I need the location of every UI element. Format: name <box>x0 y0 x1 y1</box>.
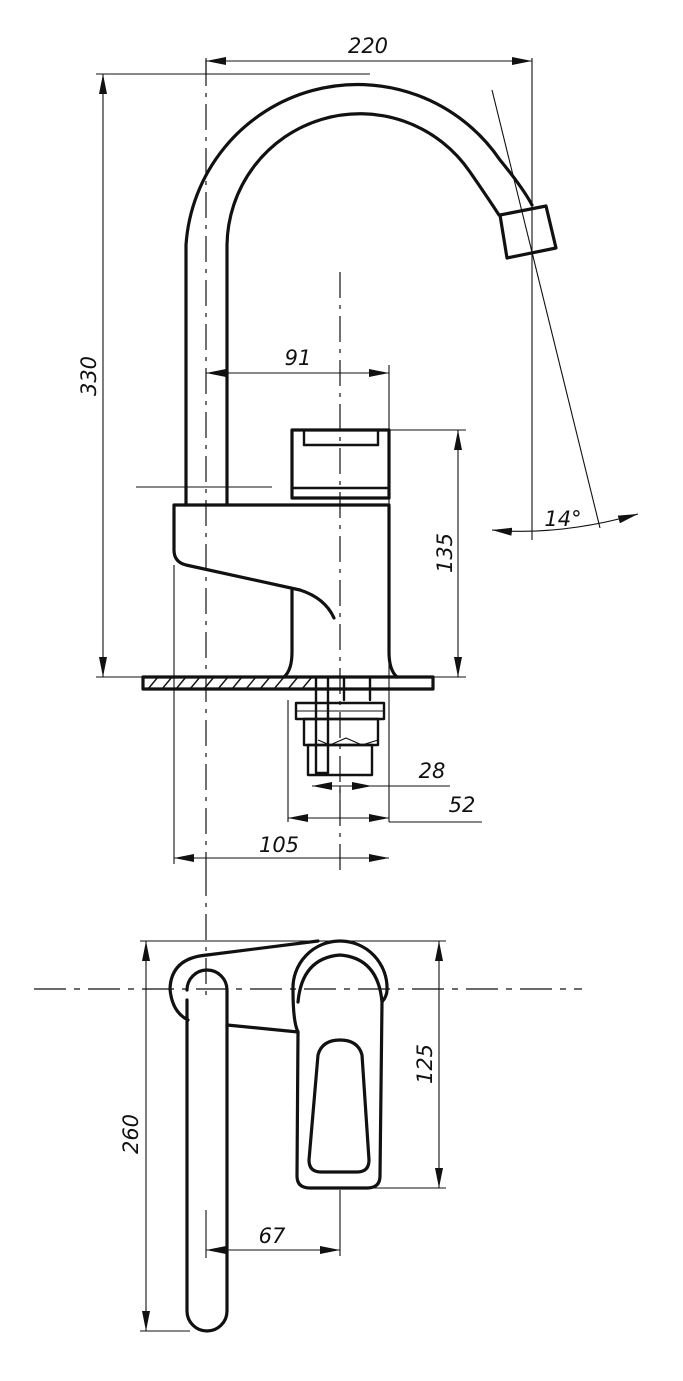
spout-inner-contour <box>225 112 501 507</box>
dim-135-label: 135 <box>433 533 457 573</box>
dim-220-label: 220 <box>348 34 388 58</box>
dim-52-label: 52 <box>449 793 476 817</box>
plan-base-oval <box>168 953 209 1022</box>
dim-330-label: 330 <box>77 356 101 396</box>
dim-260-label: 260 <box>119 1114 143 1154</box>
spout-outer-contour <box>184 82 534 507</box>
spout-aerator <box>498 204 558 260</box>
plan-body-lower-edge <box>225 1023 300 1034</box>
dim-91-label: 91 <box>285 346 312 370</box>
plan-handle-outer <box>291 939 389 1190</box>
plan-body-top-edge <box>205 939 320 957</box>
dim-105-label: 105 <box>259 833 299 857</box>
plan-handle-lever-inner <box>307 1038 371 1174</box>
faucet-body-stem <box>282 588 294 679</box>
plan-view: 260 125 67 <box>34 870 582 1333</box>
dim-28-label: 28 <box>419 759 446 783</box>
side-view: 220 330 91 135 14° 28 52 105 <box>77 34 639 870</box>
plan-extension-lines <box>140 940 446 1332</box>
dim-14-label: 14° <box>544 507 581 531</box>
base-plate-hatching <box>147 676 313 690</box>
dim-14-arc <box>491 513 639 536</box>
plan-spout-outline <box>185 968 229 1333</box>
faucet-body-left-edge <box>172 503 336 620</box>
plan-handle-top-inner <box>296 953 384 1004</box>
dim-125-label: 125 <box>413 1044 437 1084</box>
extension-lines <box>96 58 601 864</box>
mounting-hardware <box>294 675 386 777</box>
dim-67-label: 67 <box>259 1224 286 1248</box>
